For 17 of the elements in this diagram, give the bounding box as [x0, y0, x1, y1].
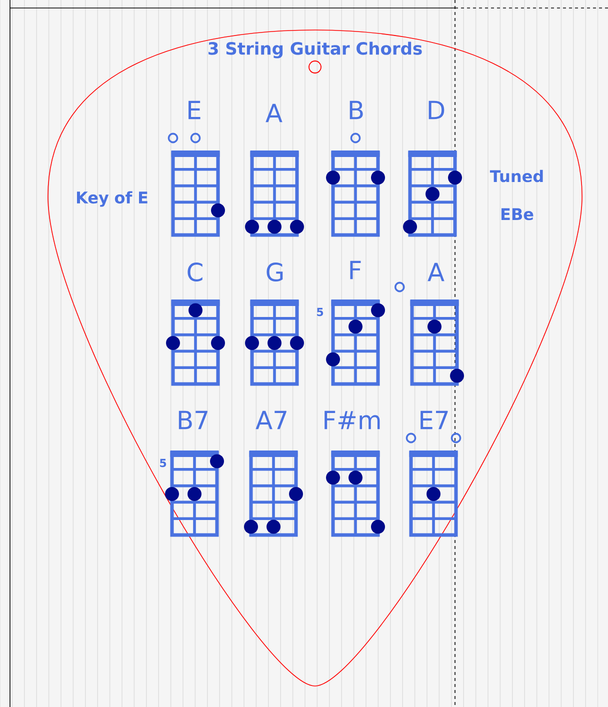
chord-name: A7: [256, 410, 286, 430]
chord-name: C: [188, 262, 202, 282]
chord-name: B: [350, 100, 363, 120]
chord-name: E: [188, 100, 200, 120]
fret-number: 5: [317, 308, 324, 316]
side-note: Tuned EBe: [490, 170, 543, 220]
title: 3 String Guitar Chords: [208, 42, 422, 58]
chord-name: F#m: [324, 410, 380, 430]
chord-name: D: [428, 100, 444, 120]
fret-number: 5: [160, 458, 166, 468]
chord-name: G: [266, 262, 283, 282]
chord-name: A: [428, 262, 444, 282]
side-note: Key of E: [77, 191, 148, 207]
chord-name: A: [266, 104, 282, 122]
chord-name: F: [350, 260, 361, 280]
chord-name: E7: [420, 410, 448, 430]
chord-name: B7: [178, 410, 208, 430]
